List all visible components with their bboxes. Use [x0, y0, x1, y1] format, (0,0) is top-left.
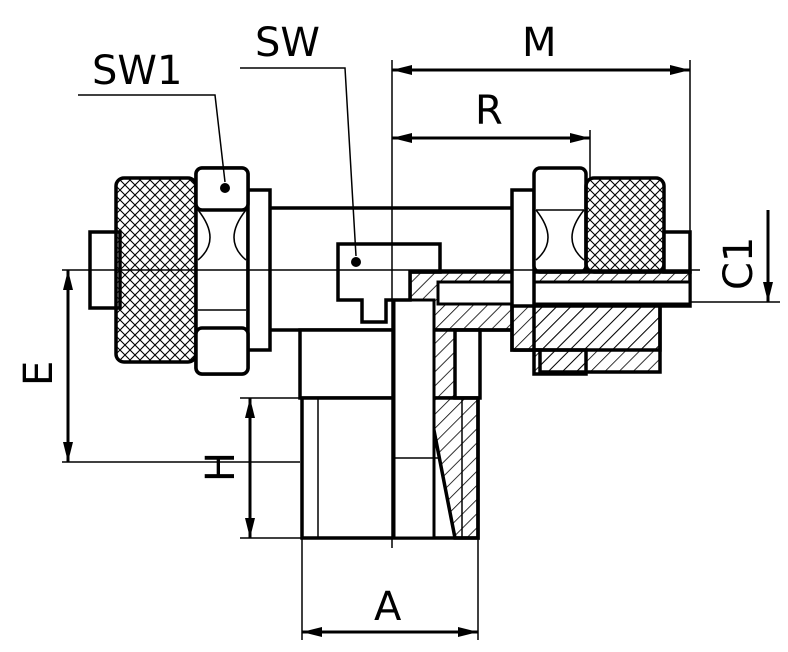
dimension-r [392, 130, 591, 178]
right-union-nut [510, 166, 692, 376]
label-h: H [198, 452, 244, 482]
dimension-a [301, 538, 479, 640]
label-r: R [475, 88, 503, 134]
dimension-m [392, 60, 691, 232]
label-c1: C1 [716, 237, 762, 290]
dimension-h [240, 397, 302, 539]
label-sw1: SW1 [92, 48, 182, 94]
dimension-c1 [690, 210, 780, 303]
label-m: M [522, 20, 557, 66]
label-sw: SW [255, 20, 320, 66]
label-e: E [16, 361, 62, 386]
left-union-nut [88, 166, 272, 376]
label-a: A [374, 584, 402, 630]
dimension-e [62, 270, 300, 463]
centre-hex-sw [336, 242, 442, 324]
leader-lines [78, 67, 357, 257]
